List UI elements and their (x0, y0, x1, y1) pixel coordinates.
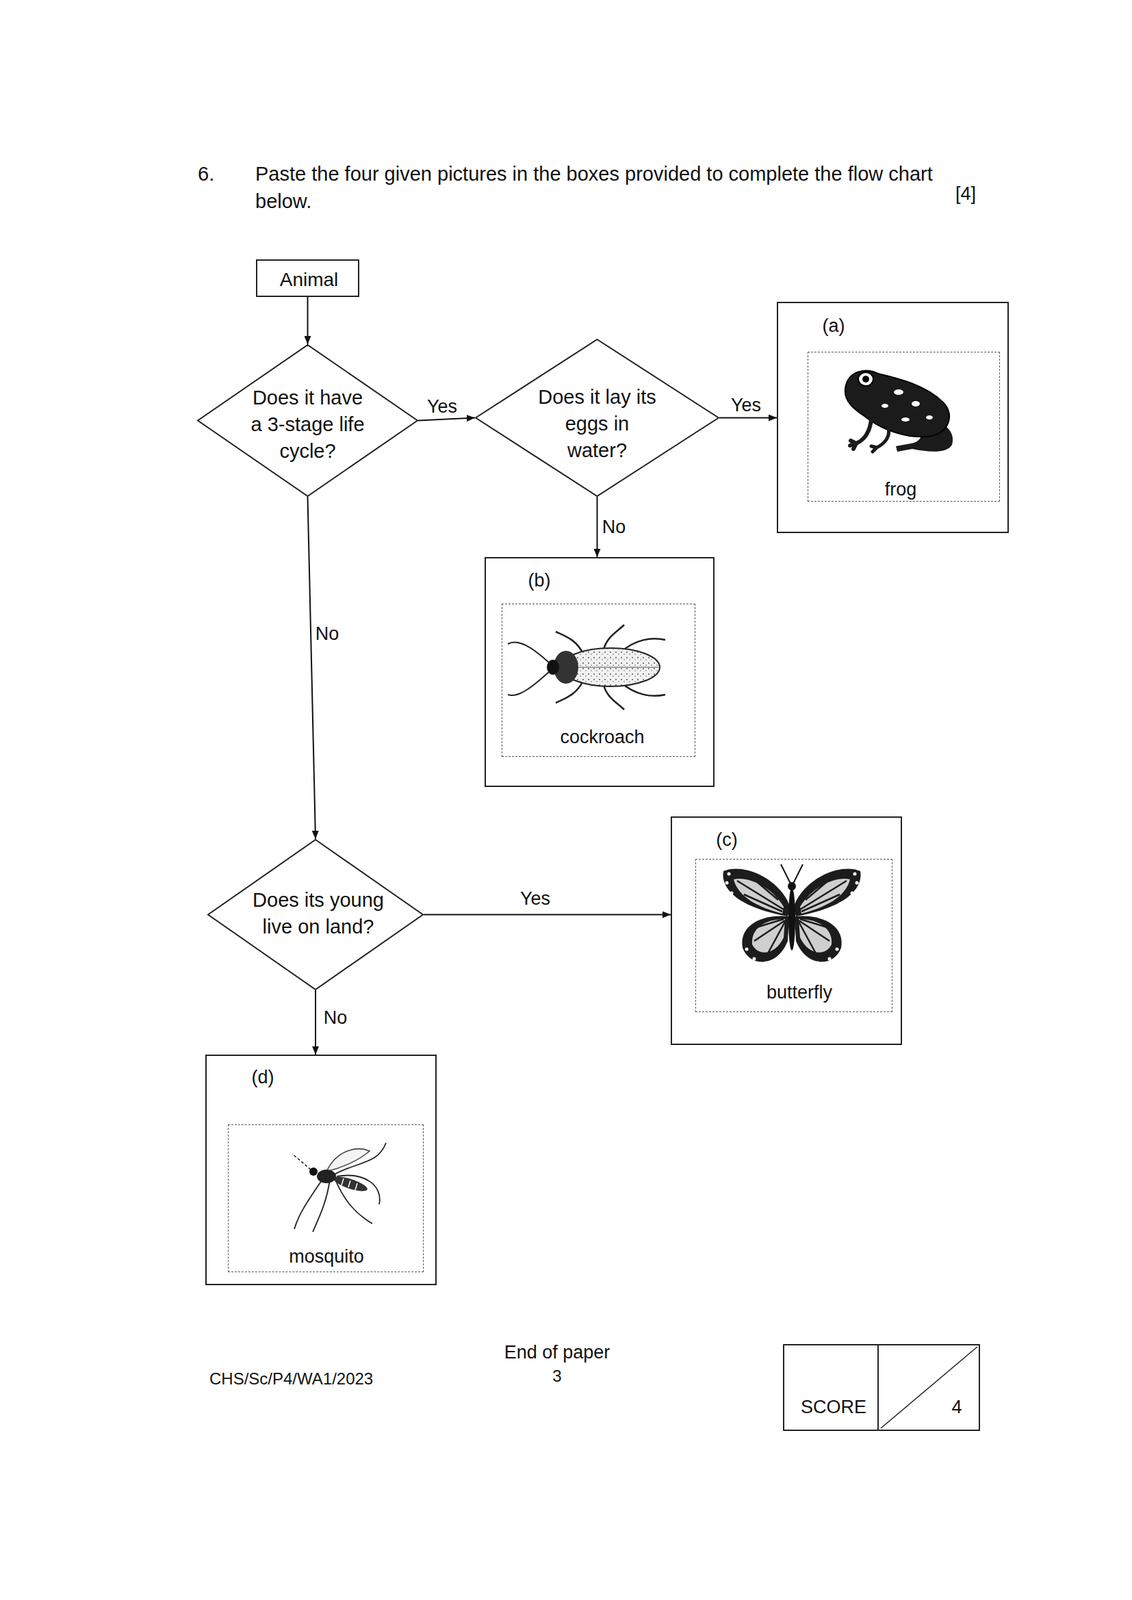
branch-label: Yes (427, 396, 458, 418)
picture-frame: cockroach (501, 603, 696, 757)
score-text: SCORE (800, 1394, 867, 1420)
end-note: End of paper (504, 1340, 611, 1366)
box-text: Animal (279, 266, 339, 293)
flow-arrow (307, 297, 309, 345)
score-divider (877, 1345, 879, 1430)
score-slash (880, 1346, 978, 1429)
frog-spot (911, 401, 920, 407)
frog-spot (893, 389, 904, 395)
page-number: 3 (552, 1364, 562, 1388)
mosquito-thorax (316, 1169, 337, 1184)
picture-frame: frog (807, 351, 1000, 502)
marks: [4] (955, 181, 976, 207)
answer-box: (b) cockroach (484, 557, 715, 788)
branch-label: Yes (730, 394, 762, 417)
frog-spot (925, 415, 933, 420)
answer-box: (a) frog (776, 301, 1009, 534)
frog-eye (858, 372, 874, 387)
mosquito-legs (294, 1142, 387, 1232)
frog-spot (901, 417, 910, 422)
answer-box: (c) butterfly (670, 816, 903, 1046)
diamond-shape (208, 839, 423, 990)
cockroach-head (546, 659, 560, 675)
box-letter: (b) (528, 568, 551, 593)
animal-name: frog (884, 477, 918, 502)
flow-arrow (423, 914, 671, 916)
diamond-shape (197, 344, 418, 497)
butterfly-right-wings (793, 869, 861, 966)
animal-name: butterfly (766, 980, 833, 1005)
start-box: Animal (255, 259, 360, 298)
butterfly-body (788, 887, 796, 951)
mosquito-proboscis (292, 1153, 311, 1170)
frog-picture (845, 370, 953, 452)
butterfly-head (787, 882, 796, 891)
branch-label: No (315, 623, 340, 645)
frog-spot (881, 403, 889, 408)
butterfly-antennae (780, 864, 803, 884)
cockroach-picture (507, 624, 666, 710)
diamond-outline (207, 839, 424, 991)
decision-diamond: Does it have a 3-stage life cycle? (197, 344, 419, 497)
box-letter: (c) (715, 827, 738, 853)
frog-front-leg (850, 419, 872, 449)
question-text: Does it have a 3-stage life cycle? (247, 384, 369, 465)
decision-diamond: Does it lay its eggs in water? (474, 338, 720, 497)
animal-name: cockroach (559, 724, 645, 750)
frog-body (845, 370, 950, 438)
branch-label: Yes (520, 888, 551, 910)
question-text: Paste the four given pictures in the box… (255, 160, 961, 215)
butterfly-picture (723, 864, 861, 966)
question-number: 6. (197, 160, 215, 188)
cockroach-midline (576, 667, 659, 668)
flow-arrow (418, 418, 475, 421)
question-text: Does it lay its eggs in water? (535, 383, 660, 465)
branch-label: No (602, 516, 627, 538)
mosquito-head (309, 1167, 318, 1176)
box-letter: (a) (822, 313, 846, 339)
box-letter: (d) (251, 1064, 275, 1090)
picture-frame: mosquito (227, 1124, 424, 1273)
question-text: Does its young live on land? (249, 886, 387, 941)
branch-label: No (323, 1007, 348, 1029)
diamond-shape (475, 339, 719, 497)
butterfly-left-wings (723, 869, 791, 966)
mosquito-picture (292, 1142, 387, 1232)
score-text: 4 (951, 1394, 962, 1420)
decision-diamond: Does its young live on land? (207, 839, 424, 991)
cockroach-antennae (507, 642, 551, 696)
flow-arrow (596, 496, 599, 558)
answer-box: (d) mosquito (205, 1054, 437, 1286)
paper-code: CHS/Sc/P4/WA1/2023 (209, 1367, 373, 1391)
flow-arrow (307, 496, 317, 840)
flow-arrow (719, 417, 777, 419)
mosquito-abdomen (331, 1173, 369, 1194)
score-box: SCORE 4 (782, 1344, 981, 1432)
animal-name: mosquito (288, 1244, 365, 1269)
picture-frame: butterfly (695, 858, 893, 1013)
flow-arrow (314, 990, 317, 1055)
frog-front-leg (871, 428, 890, 452)
mosquito-bands (341, 1178, 358, 1191)
frog-pupil (862, 375, 870, 383)
